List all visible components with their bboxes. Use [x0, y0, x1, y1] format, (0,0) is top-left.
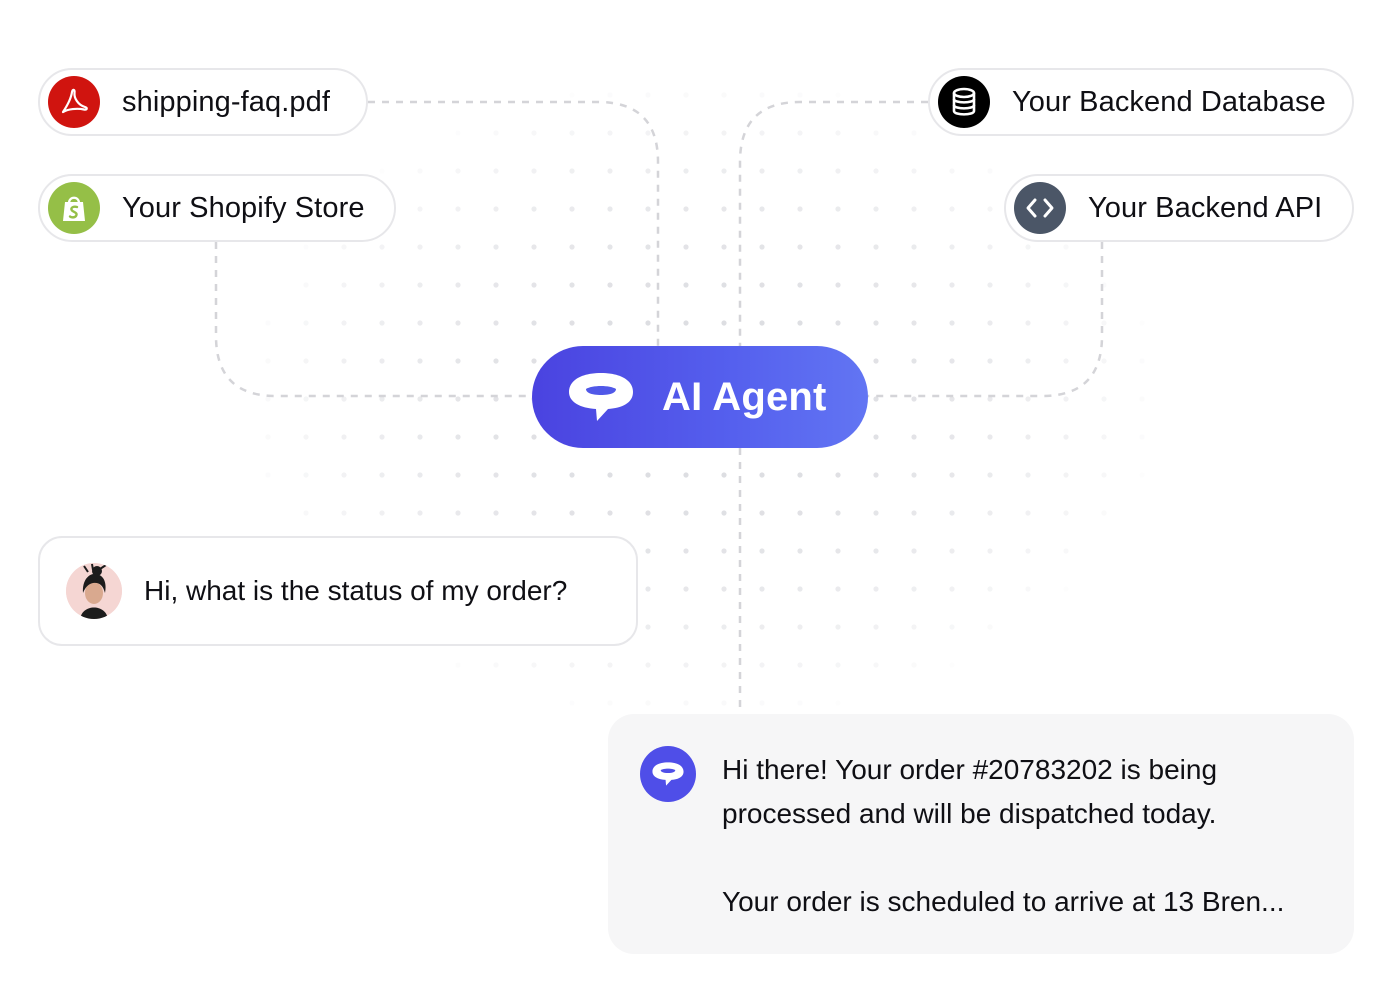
acrobat-pdf-icon	[48, 76, 100, 128]
agent-reply-line: Hi there! Your order #20783202 is being	[722, 754, 1218, 785]
source-shopify-store[interactable]: Your Shopify Store	[38, 174, 396, 242]
user-message-text: Hi, what is the status of my order?	[144, 575, 568, 606]
source-database-label: Your Backend Database	[1012, 85, 1326, 118]
agent-reply-text: Hi there! Your order #20783202 is being …	[722, 748, 1332, 924]
source-backend-api[interactable]: Your Backend API	[1004, 174, 1354, 242]
source-pdf-file[interactable]: shipping-faq.pdf	[38, 68, 368, 136]
agent-reply-line: processed and will be dispatched today.	[722, 798, 1217, 829]
source-pdf-label: shipping-faq.pdf	[122, 85, 330, 118]
agent-reply-line: Your order is scheduled to arrive at 13 …	[722, 886, 1285, 917]
connector-pdf	[368, 100, 660, 346]
speech-bubble-icon	[569, 373, 633, 421]
user-message-bubble: Hi, what is the status of my order?	[38, 536, 638, 646]
user-avatar	[66, 563, 122, 619]
source-api-label: Your Backend API	[1088, 191, 1323, 224]
source-backend-database[interactable]: Your Backend Database	[928, 68, 1354, 136]
database-icon	[938, 76, 990, 128]
connector-database	[738, 100, 928, 346]
connector-shopify	[214, 242, 532, 398]
agent-avatar-speech-bubble-icon	[640, 746, 696, 802]
ai-agent-label: AI Agent	[662, 374, 827, 419]
shopify-bag-icon	[48, 182, 100, 234]
ai-agent-node[interactable]: AI Agent	[532, 346, 868, 448]
connector-api	[868, 242, 1104, 398]
code-brackets-icon	[1014, 182, 1066, 234]
agent-reply-bubble: Hi there! Your order #20783202 is being …	[608, 714, 1354, 954]
source-shopify-label: Your Shopify Store	[122, 191, 365, 224]
